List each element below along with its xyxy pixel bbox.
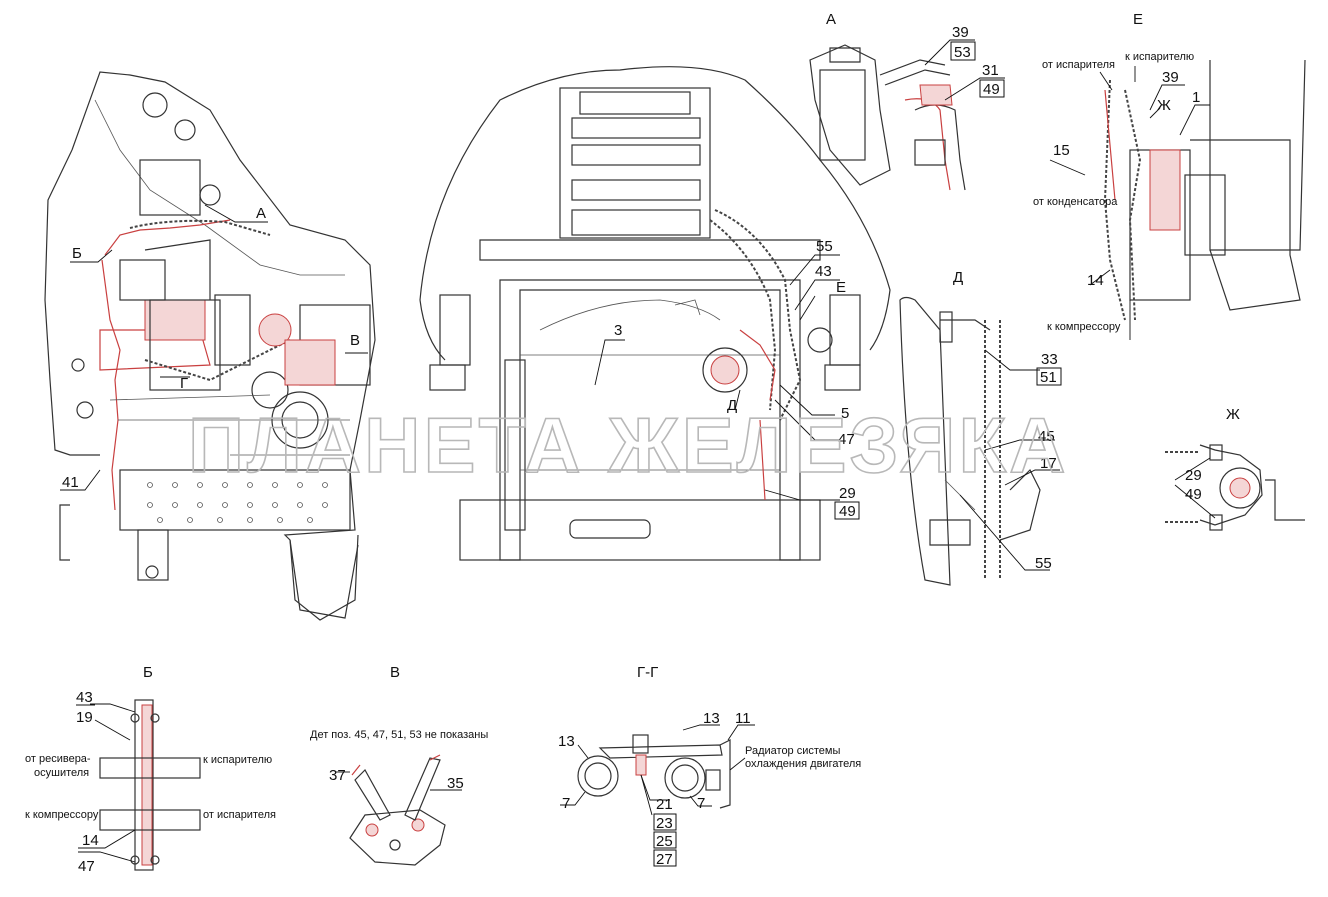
view-e-callout-zh: Ж bbox=[1157, 97, 1171, 114]
view-e-to-evaporator: к испарителю bbox=[1125, 51, 1194, 63]
view-g-pos-23: 23 bbox=[656, 815, 673, 832]
view-zh-title: Ж bbox=[1226, 406, 1240, 423]
view-e-title: Е bbox=[1133, 11, 1143, 28]
view-b-from-receiver: от ресивера- bbox=[25, 753, 91, 765]
view-e-to-compressor: к компрессору bbox=[1047, 321, 1121, 333]
view-v-note: Дет поз. 45, 47, 51, 53 не показаны bbox=[310, 729, 488, 741]
view-d-pos-45: 45 bbox=[1038, 428, 1055, 445]
view-g-pos-27: 27 bbox=[656, 851, 673, 868]
view-e-from-condenser: от конденсатора bbox=[1033, 196, 1118, 208]
callout-d-label: Д bbox=[727, 397, 737, 414]
callout-g-label: Г bbox=[180, 375, 188, 392]
view-e-pos-14: 14 bbox=[1087, 272, 1104, 289]
pos-3-label: 3 bbox=[614, 322, 622, 339]
view-zh: Ж 29 49 bbox=[1165, 406, 1305, 531]
view-v-title: В bbox=[390, 664, 400, 681]
view-b-pos-14: 14 bbox=[82, 832, 99, 849]
main-left-view: А Б В Г 41 bbox=[44, 71, 376, 621]
view-a-pos-49: 49 bbox=[983, 81, 1000, 98]
view-b-to-evaporator: к испарителю bbox=[203, 754, 272, 766]
view-g: Г-Г 13 13 11 Радиатор системы охлаждения… bbox=[558, 664, 861, 868]
view-b-pos-43: 43 bbox=[76, 689, 93, 706]
view-zh-pos-49: 49 bbox=[1185, 486, 1202, 503]
view-e-pos-1: 1 bbox=[1192, 89, 1200, 106]
view-d-pos-55: 55 bbox=[1035, 555, 1052, 572]
callout-e-label: Е bbox=[836, 279, 846, 296]
view-g-title: Г-Г bbox=[637, 664, 658, 681]
view-d-pos-33: 33 bbox=[1041, 351, 1058, 368]
view-b-from-receiver2: осушителя bbox=[34, 767, 89, 779]
view-b: Б 43 19 от ресивера- осушителя к испарит… bbox=[25, 664, 276, 875]
view-g-pos-13b: 13 bbox=[703, 710, 720, 727]
pos-47-label: 47 bbox=[838, 431, 855, 448]
view-b-title: Б bbox=[143, 664, 153, 681]
view-a-pos-31: 31 bbox=[982, 62, 999, 79]
view-a-title: А bbox=[826, 11, 836, 28]
view-a-pos-53: 53 bbox=[954, 44, 971, 61]
view-b-pos-19: 19 bbox=[76, 709, 93, 726]
view-e-from-evaporator: от испарителя bbox=[1042, 59, 1115, 71]
view-b-pos-47: 47 bbox=[78, 858, 95, 875]
view-b-to-compressor: к компрессору bbox=[25, 809, 99, 821]
callout-b-label: Б bbox=[72, 245, 82, 262]
pos-41-label: 41 bbox=[62, 474, 79, 491]
view-d-pos-17: 17 bbox=[1040, 455, 1057, 472]
view-g-pos-13a: 13 bbox=[558, 733, 575, 750]
view-g-pos-25: 25 bbox=[656, 833, 673, 850]
view-e: Е от испарителя к испарителю 39 Ж 1 15 о… bbox=[1033, 11, 1306, 340]
main-center-view: 3 55 43 Е Д 5 47 29 49 bbox=[419, 66, 891, 561]
view-e-pos-15: 15 bbox=[1053, 142, 1070, 159]
view-g-pos-21: 21 bbox=[656, 796, 673, 813]
pos-49-label: 49 bbox=[839, 503, 856, 520]
pos-29-label: 29 bbox=[839, 485, 856, 502]
view-a-pos-39: 39 bbox=[952, 24, 969, 41]
view-d-title: Д bbox=[953, 269, 963, 286]
callout-v-label: В bbox=[350, 332, 360, 349]
view-zh-pos-29: 29 bbox=[1185, 467, 1202, 484]
view-g-pos-11: 11 bbox=[735, 710, 751, 727]
view-g-pos-7a: 7 bbox=[562, 795, 570, 812]
pos-43-label: 43 bbox=[815, 263, 832, 280]
view-d-pos-51: 51 bbox=[1040, 369, 1057, 386]
view-g-pos-7b: 7 bbox=[697, 795, 705, 812]
pos-55-label: 55 bbox=[816, 238, 833, 255]
view-v-pos-37: 37 bbox=[329, 767, 346, 784]
pos-5-label: 5 bbox=[841, 405, 849, 422]
watermark-text: ПЛАНЕТА ЖЕЛЕЗЯКА bbox=[188, 401, 1068, 489]
view-d: Д 33 51 45 17 55 bbox=[899, 269, 1062, 586]
view-g-radiator1: Радиатор системы bbox=[745, 745, 840, 757]
view-e-pos-39: 39 bbox=[1162, 69, 1179, 86]
callout-a-label: А bbox=[256, 205, 266, 222]
view-v: В Дет поз. 45, 47, 51, 53 не показаны 37… bbox=[310, 664, 488, 866]
view-v-pos-35: 35 bbox=[447, 775, 464, 792]
view-g-radiator2: охлаждения двигателя bbox=[745, 758, 861, 770]
view-b-from-evaporator: от испарителя bbox=[203, 809, 276, 821]
view-a: А 39 53 31 49 bbox=[809, 11, 1005, 191]
